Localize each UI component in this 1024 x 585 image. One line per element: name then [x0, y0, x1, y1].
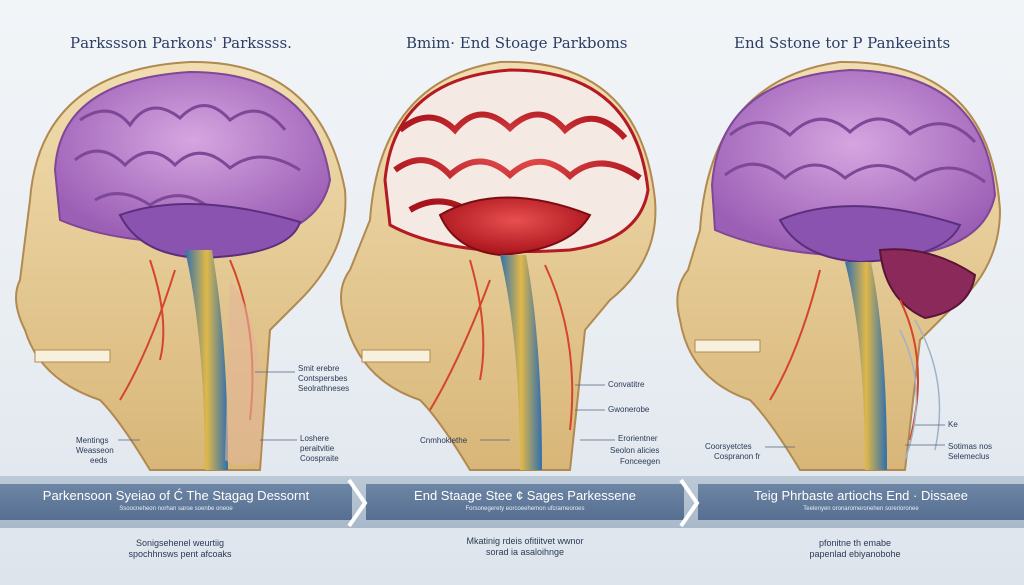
- chevron-right-icon: [679, 478, 700, 528]
- annotation-label: Smit erebre: [298, 364, 340, 373]
- spinal-cord-1: [185, 250, 228, 470]
- bottom-panel-1: Parkensoon Syeiao of Ć The Stagag Dessor…: [0, 484, 352, 520]
- spinal-cord-3: [845, 262, 887, 470]
- annotation-label: Seolon alicies: [610, 446, 660, 455]
- annotation-label: Sotimas nos: [948, 442, 993, 451]
- caption-line: papenlad ebiyanobohe: [809, 549, 901, 559]
- lesion-3: [878, 248, 977, 320]
- annotation-label: Weasseon: [76, 446, 114, 455]
- annotation-label: Ke: [948, 420, 958, 429]
- teeth-3: [694, 339, 761, 353]
- caption-1: Sonigsehenel weurtiig spochhnsws pent af…: [90, 538, 270, 560]
- annotation-label: eeds: [90, 456, 108, 465]
- spinal-cord-2: [500, 255, 542, 470]
- caption-line: sorad ia asaloihnge: [485, 547, 565, 557]
- caption-line: Sonigsehenel weurtiig: [135, 538, 225, 548]
- bottom-panel-subtitle: Ssoocneheon norhan saroe soenbe oneoe: [119, 506, 233, 512]
- panel-3-title: End Sstone tor P Pankeeints: [734, 34, 951, 52]
- bottom-panel-3: Teig Phrbaste artiochs End · Dissaee Tee…: [698, 484, 1024, 520]
- caption-line: pfonitne th emabe: [818, 538, 892, 548]
- annotation-label: Selemeclus: [948, 452, 990, 461]
- head-2: [340, 60, 657, 471]
- annotation-label: Coospraite: [300, 454, 339, 463]
- head-1: [15, 60, 347, 471]
- cerebellum-1: [118, 203, 302, 260]
- bottom-panel-subtitle: Teelenyen oronaromeronehen sorerioronee: [803, 506, 919, 512]
- caption-line: Mkatinig rdeis ofitiitvet wwnor: [466, 536, 584, 546]
- annotation-label: Cospranon fr: [714, 452, 761, 461]
- annotation-label: Contspersbes: [298, 374, 348, 383]
- panel-1-title: Pаrkssson Parkons' Parkssss.: [70, 34, 292, 52]
- bottom-panel-title: Parkensoon Syeiao of Ć The Stagag Dessor…: [42, 488, 310, 503]
- leader-lines: [118, 371, 945, 448]
- annotation-label: Cnmhokiethe: [420, 436, 468, 445]
- cerebellum-2: [438, 196, 592, 257]
- annotation-label: Coorsyetctes: [705, 442, 752, 451]
- caption-line: spochhnsws pent afcoaks: [128, 549, 232, 559]
- chevron-right-icon: [347, 478, 368, 528]
- bottom-panel-2: End Staage Stee ¢ Sages Parkessene Forso…: [366, 484, 684, 520]
- teeth-2: [361, 349, 431, 363]
- caption-3: pfonitne th emabe papenlad ebiyanobohe: [760, 538, 950, 560]
- annotation-label: Fonceegen: [620, 457, 661, 466]
- annotation-label: Mentings: [76, 436, 109, 445]
- caption-2: Mkatinig rdeis ofitiitvet wwnor sorad ia…: [430, 536, 620, 558]
- cerebellum-3: [778, 205, 962, 264]
- annotation-label: Seolrathneses: [298, 384, 350, 393]
- annotation-label: Loshere: [300, 434, 329, 443]
- annotation-label: peraitvitie: [300, 444, 335, 453]
- bottom-panel-title: End Staage Stee ¢ Sages Parkessene: [414, 488, 636, 503]
- bottom-panel-subtitle: Forsonegerety eorcoeehemon ufcrarneoroes: [465, 506, 585, 512]
- annotation-label: Convatitre: [608, 380, 645, 389]
- bottom-panel-title: Teig Phrbaste artiochs End · Dissaee: [754, 488, 968, 503]
- annotation-label: Erorientner: [618, 434, 658, 443]
- head-3: [676, 60, 1002, 471]
- annotation-label: Gwonerobe: [608, 405, 650, 414]
- panel-2-title: Bmim· End Stoage Parkboms: [406, 34, 628, 52]
- teeth-1: [34, 349, 111, 363]
